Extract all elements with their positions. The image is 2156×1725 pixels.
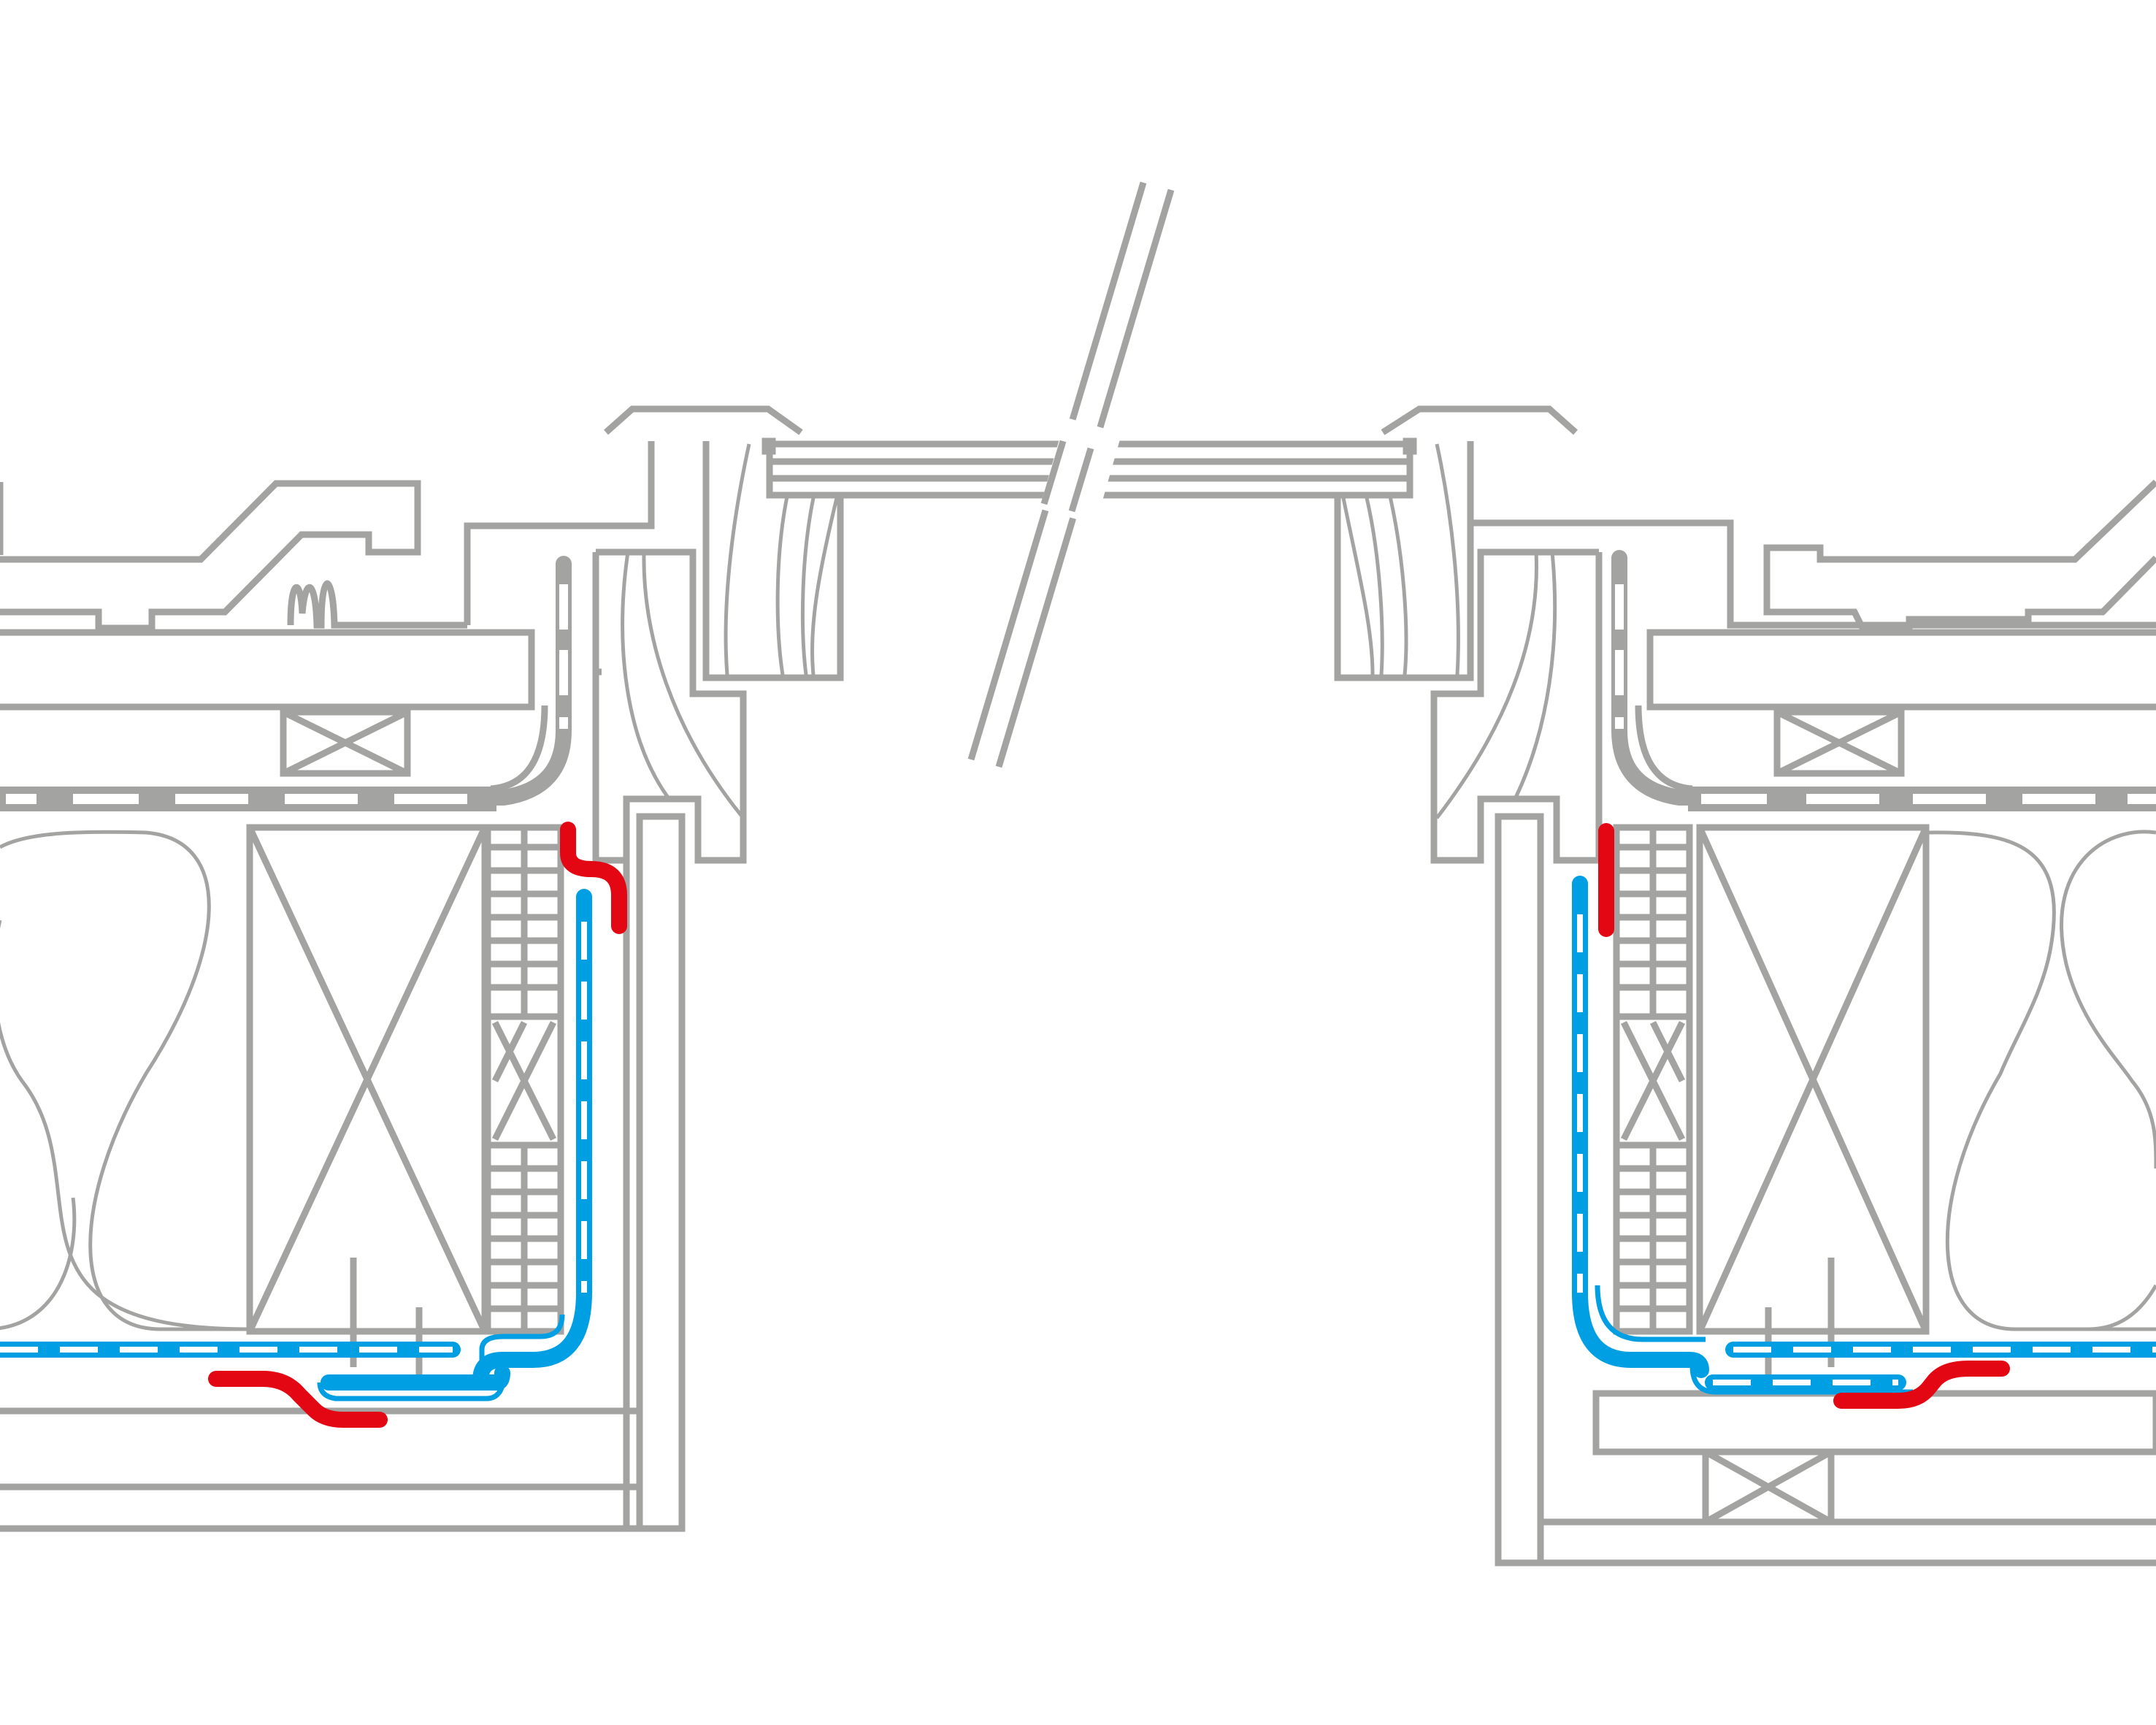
right-board-stack-lines [1616, 844, 1689, 1312]
right-lining [1541, 1390, 2156, 1567]
left-roof-covering [0, 405, 803, 632]
right-window-frame [1430, 548, 1603, 1567]
glazing-centre [766, 181, 1413, 768]
right-board-stack [1613, 824, 1693, 1335]
left-rafter [246, 824, 488, 1377]
right-section [1334, 405, 2156, 1567]
right-seal-strips [1598, 823, 2010, 1409]
left-lining [0, 1407, 640, 1532]
left-window-frame [592, 548, 747, 1532]
left-vapour-membrane [0, 889, 592, 1401]
left-underlay-gasket [483, 556, 572, 806]
right-insulation [1927, 830, 2156, 1331]
right-vapour-membrane [1572, 876, 2156, 1395]
left-section [0, 405, 844, 1532]
left-board-stack-lines [488, 844, 561, 1312]
left-seal-strips [208, 822, 627, 1428]
left-batten-layer [0, 629, 535, 811]
right-rafter [1696, 824, 1930, 1391]
right-batten-layer [1646, 629, 2156, 811]
left-insulation [0, 830, 249, 1331]
right-roof-covering [1381, 405, 2156, 630]
right-sash [1334, 437, 1474, 681]
left-board-stack [484, 824, 564, 1335]
right-underlay-gasket [1611, 550, 1700, 806]
